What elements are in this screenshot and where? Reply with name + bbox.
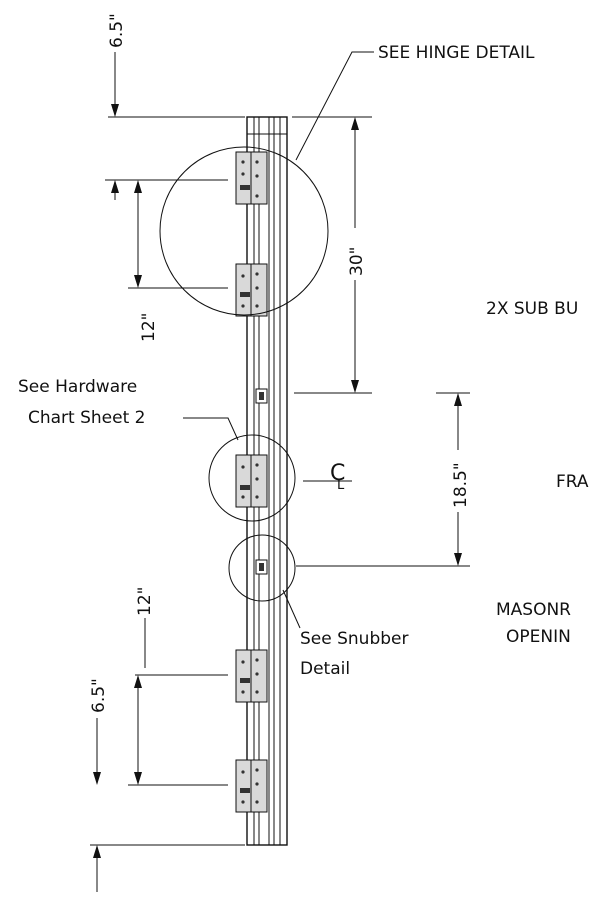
- dim-18-5-text: 18.5": [451, 462, 471, 508]
- snubber-leader: [282, 589, 301, 629]
- dim-12-upper: [105, 179, 228, 289]
- dim-top-offset: [108, 52, 245, 118]
- see-hardware-label-2: Chart Sheet 2: [28, 408, 146, 428]
- dim-18-5: [296, 392, 470, 567]
- dim-bottom-offset-text: 6.5": [89, 678, 109, 713]
- see-hinge-detail-label: SEE HINGE DETAIL: [378, 43, 535, 63]
- hinge-5: [235, 759, 268, 813]
- snubber-detail-circle: [228, 534, 296, 602]
- hardware-detail-circle: [208, 434, 296, 522]
- dim-30: [292, 116, 372, 394]
- hinge-3: [235, 454, 268, 508]
- dim-bottom-offset: [90, 718, 245, 892]
- hinge-detail-circle: [159, 146, 329, 316]
- frame-label: FRA: [556, 472, 589, 492]
- see-snubber-label-2: Detail: [300, 659, 350, 679]
- snubber-mark-upper: [255, 388, 268, 404]
- masonry-label-1: MASONR: [496, 600, 571, 620]
- dim-12-lower: [128, 618, 228, 786]
- masonry-label-2: OPENIN: [506, 627, 571, 647]
- hinge-4: [235, 649, 268, 703]
- see-snubber-label-1: See Snubber: [300, 629, 408, 649]
- sub-buck-label: 2X SUB BU: [486, 299, 578, 319]
- hinge-2: [235, 263, 268, 317]
- dim-12-upper-text: 12": [139, 313, 159, 342]
- door-jamb: [246, 116, 288, 846]
- see-hardware-label-1: See Hardware: [18, 377, 137, 397]
- snubber-mark-lower: [255, 559, 268, 575]
- hinge-1: [235, 151, 268, 205]
- hardware-leader: [183, 417, 239, 441]
- dim-30-text: 30": [347, 247, 367, 276]
- dim-top-offset-text: 6.5": [107, 13, 127, 48]
- centerline-symbol-sub: L: [337, 478, 345, 493]
- hinge-detail-leader: [295, 51, 374, 161]
- dim-12-lower-text: 12": [135, 587, 155, 616]
- centerline-symbol: C: [330, 461, 345, 486]
